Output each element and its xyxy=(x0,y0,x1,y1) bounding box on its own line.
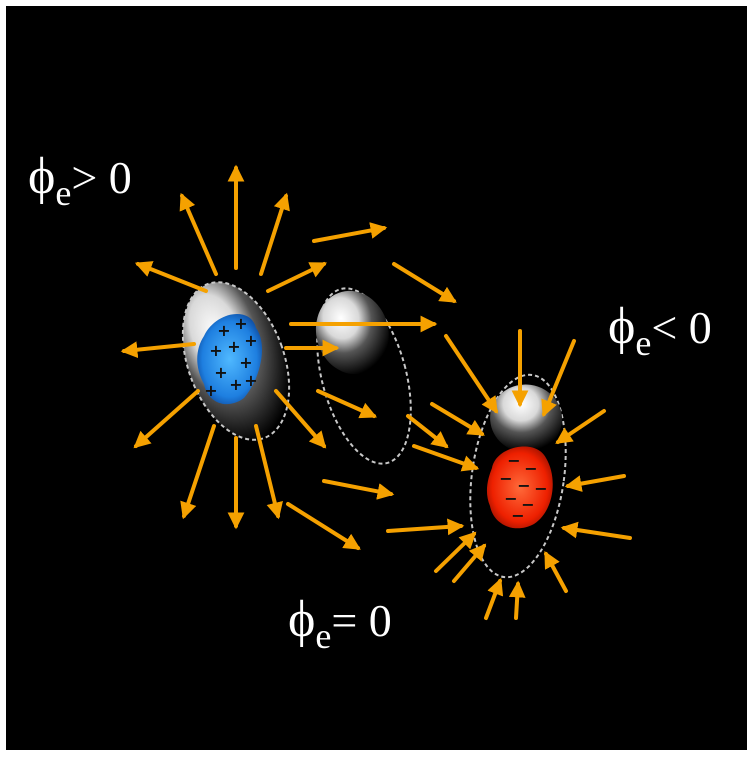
field-arrow xyxy=(286,502,361,550)
field-arrow xyxy=(508,580,526,620)
field-arrow xyxy=(484,577,504,620)
plus-sign: + xyxy=(239,353,252,372)
field-arrow xyxy=(180,424,216,520)
field-arrow xyxy=(434,531,477,573)
minus-sign: − xyxy=(507,451,520,470)
minus-sign: − xyxy=(521,495,534,514)
phi-symbol: ϕ xyxy=(288,591,316,648)
field-arrow xyxy=(452,543,487,583)
plus-sign: + xyxy=(217,321,230,340)
field-arrow xyxy=(544,551,568,593)
positive-charge-blob xyxy=(197,314,263,405)
field-arrow xyxy=(392,262,457,303)
positive-particle: ++++++++++ xyxy=(181,281,291,441)
label-negative-potential: ϕe< 0 xyxy=(608,298,712,362)
neutral-particle xyxy=(315,287,412,465)
field-arrow xyxy=(179,192,218,276)
phi-symbol: ϕ xyxy=(608,298,636,355)
diagram-canvas: ++++++++++ −−−−−−−− ϕe> 0 ϕe< 0 ϕe= 0 xyxy=(6,6,747,750)
field-arrow xyxy=(266,262,328,293)
minus-sign: − xyxy=(499,469,512,488)
phi-symbol: ϕ xyxy=(28,148,56,205)
field-arrow xyxy=(541,339,576,418)
field-arrow xyxy=(133,389,200,449)
plus-sign: + xyxy=(229,375,242,394)
field-arrow xyxy=(386,518,465,536)
field-arrow xyxy=(564,474,626,492)
field-arrow xyxy=(120,341,196,359)
field-arrow xyxy=(254,424,283,520)
label-positive-potential: ϕe> 0 xyxy=(28,148,132,212)
negative-charge-blob xyxy=(486,446,553,529)
minus-sign: − xyxy=(511,506,524,525)
field-arrow xyxy=(412,444,480,472)
label-neutral-potential: ϕe= 0 xyxy=(288,591,392,655)
plus-sign: + xyxy=(204,381,217,400)
plus-sign: + xyxy=(234,314,247,333)
subscript-e: e xyxy=(315,616,332,656)
plus-sign: + xyxy=(227,337,240,356)
field-arrows xyxy=(120,164,632,620)
subscript-e: e xyxy=(635,323,652,363)
relation-text: = 0 xyxy=(331,595,392,646)
field-arrow xyxy=(430,402,485,436)
field-arrow xyxy=(316,389,378,419)
plus-sign: + xyxy=(244,371,257,390)
field-arrow xyxy=(259,192,290,276)
field-arrow xyxy=(322,479,395,500)
diagram-svg: ++++++++++ −−−−−−−− xyxy=(120,164,632,620)
relation-text: < 0 xyxy=(651,302,712,353)
plus-sign: + xyxy=(244,331,257,350)
field-arrow xyxy=(560,521,632,540)
minus-sign: − xyxy=(517,476,530,495)
field-arrow xyxy=(312,222,388,243)
plus-sign: + xyxy=(214,363,227,382)
minus-sign: − xyxy=(524,459,537,478)
relation-text: > 0 xyxy=(71,152,132,203)
plus-sign: + xyxy=(209,341,222,360)
field-arrow xyxy=(444,334,498,414)
minus-sign: − xyxy=(504,489,517,508)
minus-sign: − xyxy=(534,479,547,498)
field-arrow xyxy=(406,414,449,449)
subscript-e: e xyxy=(55,173,72,213)
field-arrow xyxy=(555,409,606,444)
minus-signs: −−−−−−−− xyxy=(499,451,547,525)
field-arrow xyxy=(134,261,208,293)
plus-signs: ++++++++++ xyxy=(204,314,257,400)
field-arrow xyxy=(274,389,327,449)
